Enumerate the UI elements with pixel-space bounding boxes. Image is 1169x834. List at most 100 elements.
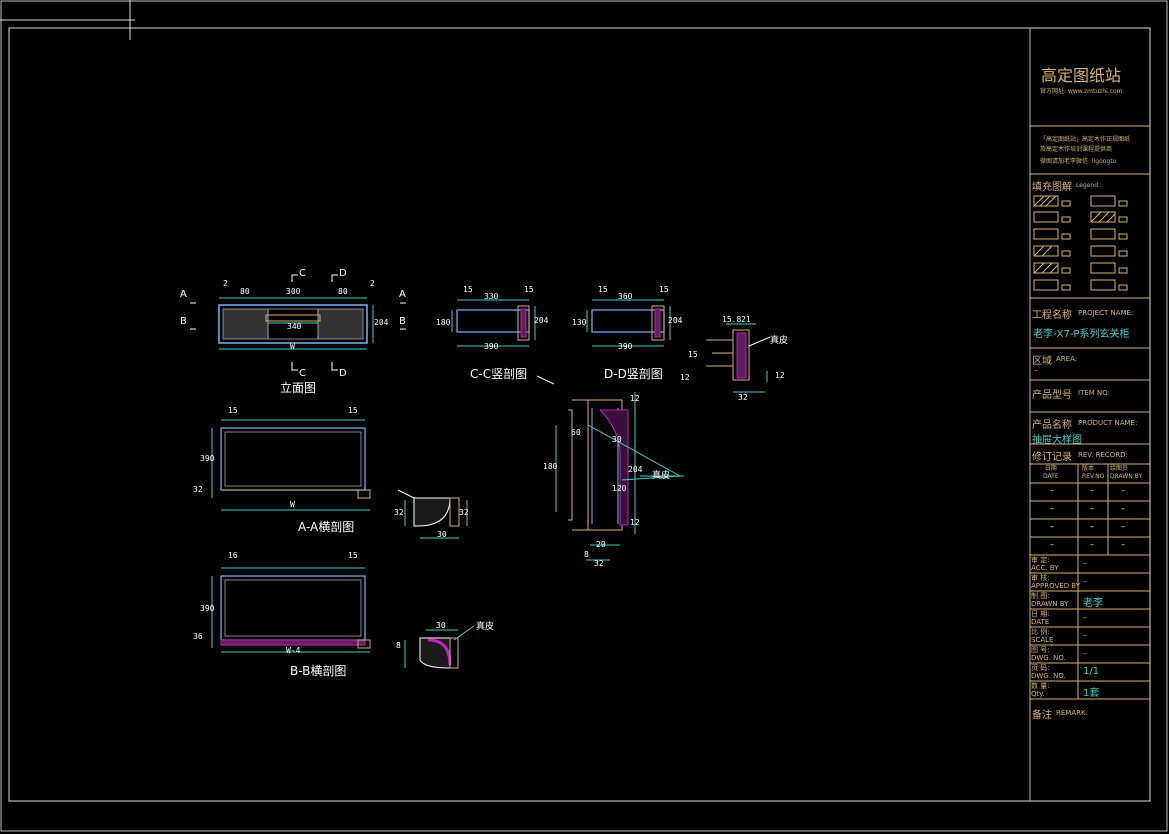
dim-label: W	[290, 342, 295, 351]
dim-label: 30	[437, 530, 447, 539]
dim-label: 390	[200, 454, 215, 463]
brand-desc-line1: 「高定图纸站」高定木作正规图纸	[1040, 136, 1131, 143]
project-value: 老李-X7-P系列玄关柜	[1033, 329, 1130, 340]
dim-label: 15	[524, 285, 534, 294]
bb-section-title: B-B横剖图	[290, 664, 347, 678]
date-value: –	[1083, 613, 1087, 622]
rev-cell: –	[1090, 486, 1094, 495]
area-label-en: AREA:	[1056, 355, 1078, 363]
rev-col-date: 日期 DATE	[1043, 465, 1059, 480]
dim-label: 2	[223, 279, 228, 288]
rev-cell: –	[1121, 486, 1125, 495]
dim-label: 15	[463, 285, 473, 294]
rev-cell: –	[1050, 486, 1054, 495]
dd-section-view	[586, 299, 671, 347]
dim-label: W	[290, 500, 295, 509]
section-mark-b-right: B	[399, 316, 406, 327]
dim-label: 390	[618, 342, 633, 351]
section-mark-d-bottom: D	[339, 368, 347, 379]
drawn-label: 制 图: DRAWN BY	[1031, 592, 1069, 608]
section-mark-a-left: A	[180, 289, 187, 300]
aa-detail-view	[397, 489, 468, 539]
dim-label: 32	[459, 508, 469, 517]
elevation-view-title: 立面图	[280, 381, 317, 395]
remark-label-en: REMARK:	[1056, 709, 1088, 717]
cc-section-title: C-C竖剖图	[470, 367, 528, 381]
approved-label: 审 核: APPROVED BY	[1031, 574, 1081, 590]
elevation-view	[190, 274, 406, 371]
dim-label: 30	[612, 435, 622, 444]
dim-label: 15	[348, 406, 358, 415]
veneer-callout: 真皮	[652, 471, 671, 481]
rev-cell: –	[1090, 504, 1094, 513]
rev-cell: –	[1050, 504, 1054, 513]
bb-detail-view	[404, 625, 475, 669]
rev-label-en: REV. RECORD:	[1078, 451, 1128, 459]
page-label: 页 码: DWG. NO.	[1031, 664, 1066, 680]
dim-label: 15	[688, 350, 698, 359]
dd-detail-view	[706, 323, 771, 393]
acc-value: –	[1083, 559, 1087, 568]
dim-label: 8	[396, 641, 401, 650]
product-label-en: PRODUCT NAME:	[1078, 419, 1138, 427]
remark-label: 备注	[1032, 710, 1052, 721]
brand-desc-line2: 及高定木作培训课程提供商	[1040, 146, 1113, 153]
dim-label: 390	[200, 604, 215, 613]
approved-value: –	[1083, 577, 1087, 586]
dim-label: 15	[598, 285, 608, 294]
product-value: 抽屉大样图	[1032, 435, 1082, 446]
dim-label: 80	[338, 287, 348, 296]
rev-cell: –	[1121, 540, 1125, 549]
cc-section-view	[451, 299, 555, 385]
qty-value: 1套	[1083, 688, 1100, 699]
veneer-callout: 真皮	[476, 622, 495, 632]
acc-label: 审 定: ACC. BY	[1031, 556, 1059, 572]
dim-label: 8	[584, 550, 589, 559]
section-mark-b-left: B	[180, 316, 187, 327]
section-mark-c-top: C	[299, 268, 306, 279]
drawn-value: 老李	[1083, 598, 1103, 609]
rev-col-rev: 版本 REV.NO	[1082, 465, 1105, 480]
dim-label: W-4	[286, 646, 301, 655]
dd-section-title: D-D竖剖图	[604, 367, 663, 381]
dim-label: 204	[534, 316, 549, 325]
dim-label: 360	[618, 292, 633, 301]
rev-cell: –	[1090, 540, 1094, 549]
project-label-en: PROJECT NAME:	[1078, 309, 1134, 317]
project-label: 工程名称	[1032, 310, 1072, 321]
qty-label: 数 量: Qty.	[1031, 682, 1050, 698]
product-label: 产品名称	[1032, 420, 1072, 431]
dim-label: 390	[484, 342, 499, 351]
dim-label: 32	[594, 559, 604, 568]
dim-label: 60	[571, 428, 581, 437]
dim-label: 20	[596, 540, 606, 549]
dim-label: 15	[659, 285, 669, 294]
dim-label: 32	[193, 485, 203, 494]
legend-subtitle: Legend :	[1076, 182, 1102, 189]
item-label: 产品型号	[1032, 390, 1072, 401]
dim-label: 32	[394, 508, 404, 517]
scale-value: –	[1083, 631, 1087, 640]
dim-label: 15	[228, 406, 238, 415]
dim-label: 300	[286, 287, 301, 296]
brand-title: 高定图纸站	[1041, 66, 1122, 85]
section-mark-d-top: D	[339, 268, 347, 279]
dim-label: 130	[572, 318, 587, 327]
aa-section-view	[211, 419, 371, 511]
aa-section-title: A-A横剖图	[298, 520, 355, 534]
drawer-vertical-detail	[555, 392, 684, 561]
dim-label: 204	[668, 316, 683, 325]
brand-website: 官方网址: www.zmtuzhi.com	[1040, 88, 1123, 95]
dim-label: 2	[370, 279, 375, 288]
section-mark-a-right: A	[399, 289, 406, 300]
page-value: 1/1	[1083, 666, 1100, 677]
legend-title: 填充图解	[1032, 182, 1072, 193]
dwg-value: –	[1083, 649, 1087, 658]
dim-label: 80	[240, 287, 250, 296]
rev-cell: –	[1121, 504, 1125, 513]
dim-label: 12	[775, 371, 785, 380]
title-block-frame	[1029, 28, 1150, 801]
veneer-callout: 真皮	[770, 336, 789, 346]
